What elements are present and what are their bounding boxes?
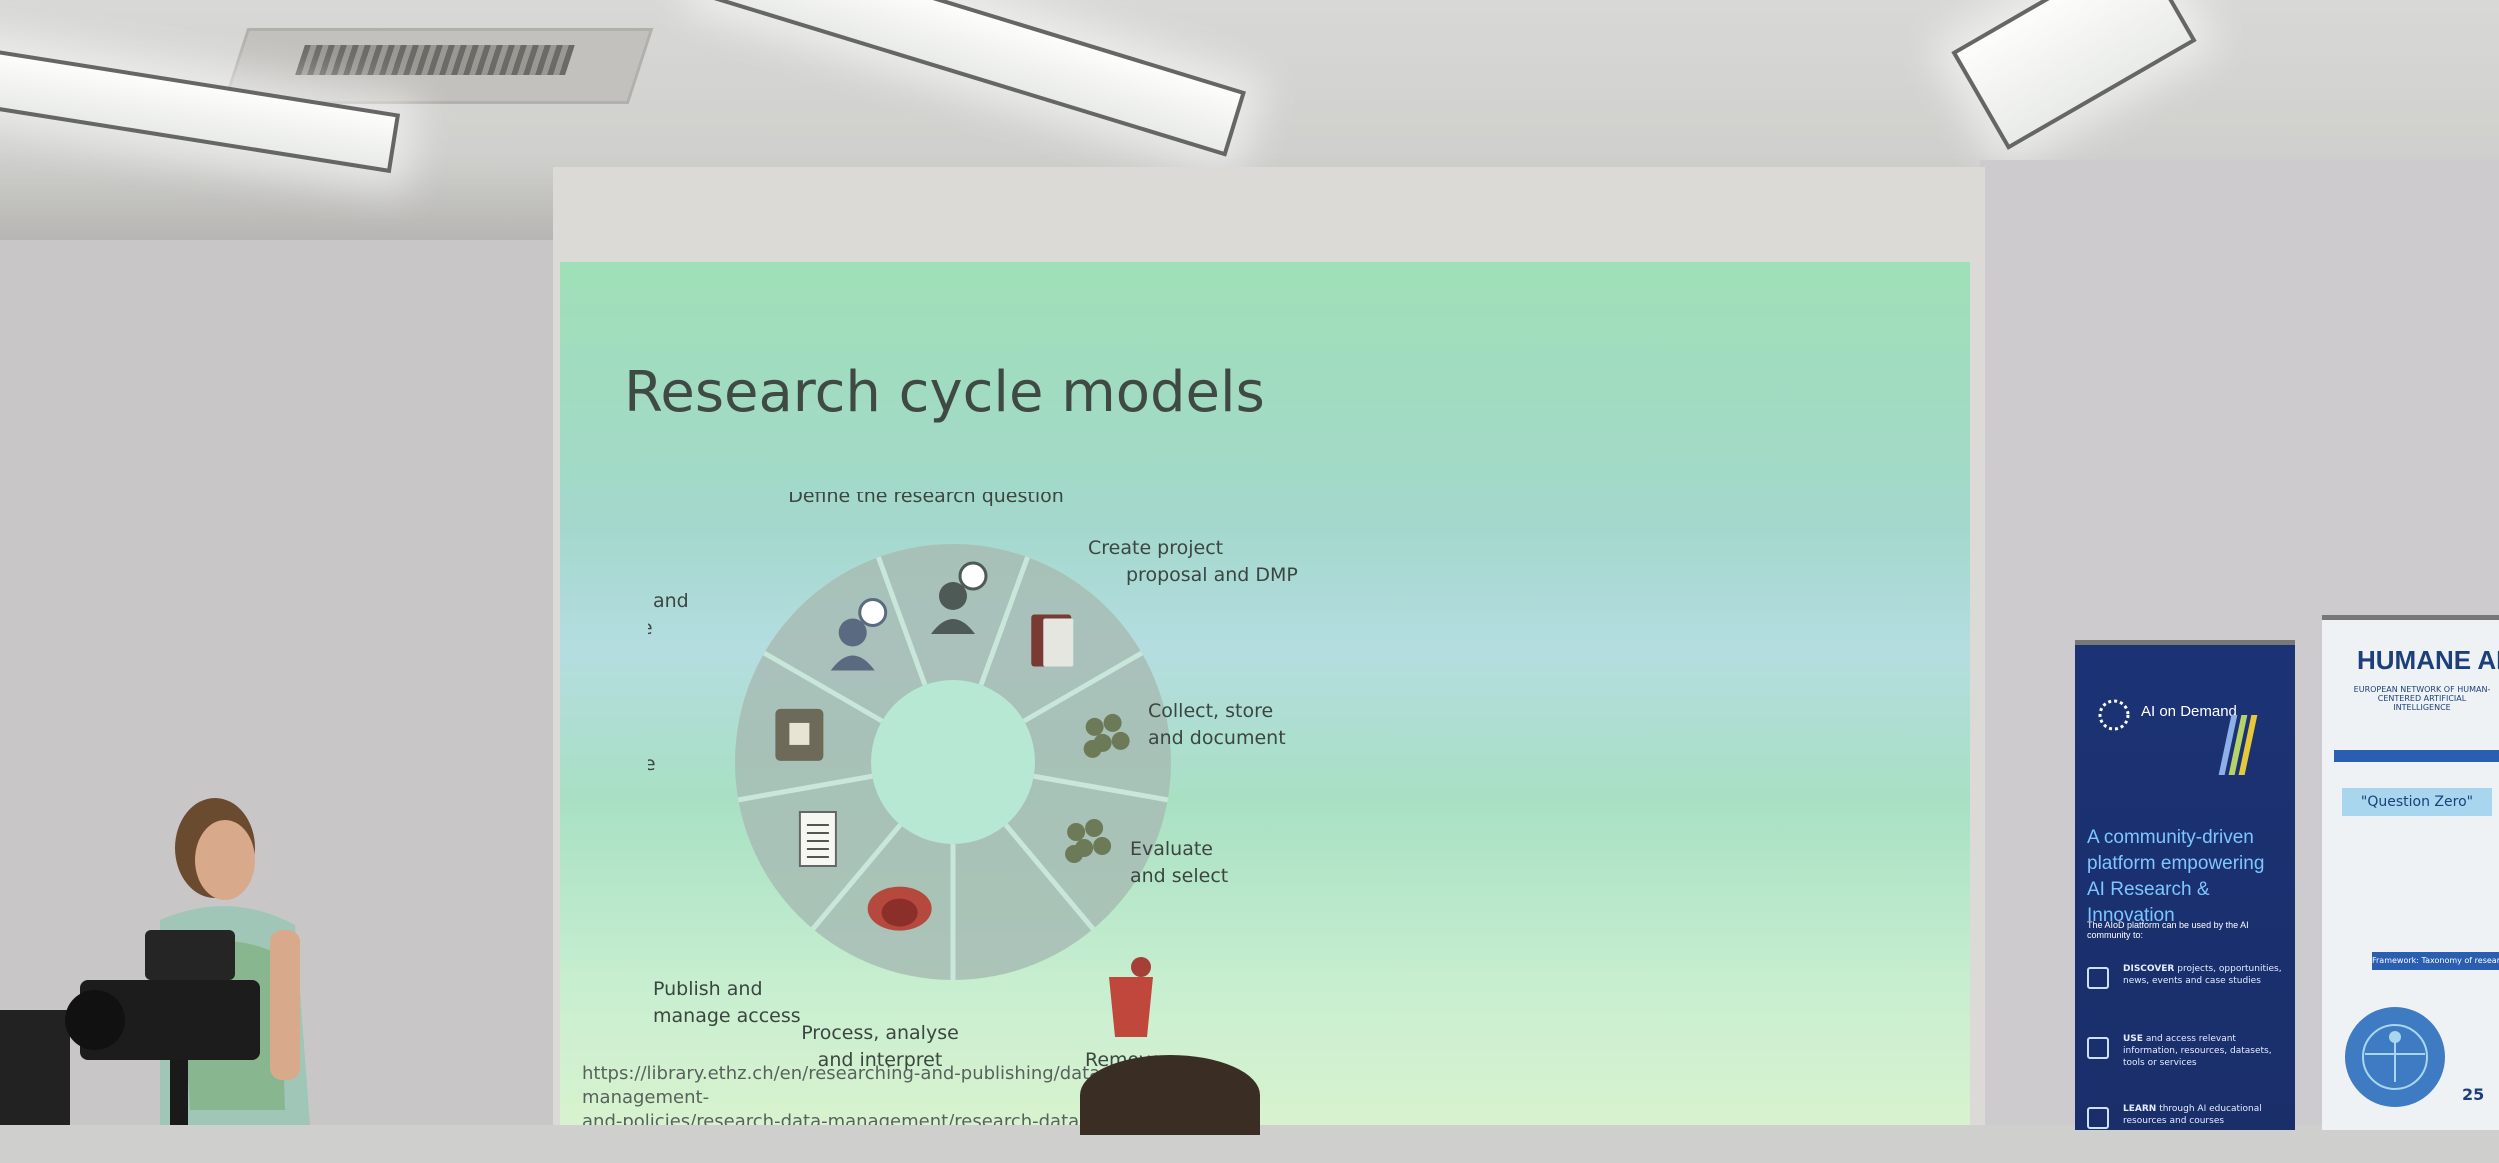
stage-label-line: Verify and [648, 590, 689, 612]
stage-label-line: Process, analyse [801, 1022, 959, 1044]
monitor-icon [2087, 967, 2109, 989]
brain-icon [867, 886, 932, 931]
wheel-divider [978, 556, 1030, 686]
banner-item-desc: through AI educational resources and cou… [2123, 1104, 2262, 1126]
network-icon [2087, 1037, 2109, 1059]
stage-label: Publish and manage access [653, 978, 801, 1027]
audience-head [1080, 1055, 1260, 1135]
wheel-divider [737, 773, 873, 803]
stage-label-line: and document [1148, 727, 1286, 749]
stage-label-line: Collect, store [1148, 700, 1273, 722]
source-url-line: and-policies/research-data-management/re… [582, 1111, 1184, 1125]
stage-label-line: and select [1130, 865, 1228, 887]
humane-ai-title: HUMANE AI [2357, 645, 2499, 675]
humane-ai-subtitle: EUROPEAN NETWORK OF HUMAN-CENTERED ARTIF… [2353, 685, 2491, 712]
banner-item: LEARN through AI educational resources a… [2087, 1103, 2292, 1163]
video-camera [0, 930, 260, 1125]
safe-icon [775, 708, 824, 761]
ai-on-demand-banner: AI on Demand A community-driven platform… [2075, 640, 2295, 1130]
stage-label-line: Publish and [653, 978, 763, 1000]
wheel-divider [1033, 773, 1169, 803]
stage-label: Collect, store and document [1148, 700, 1286, 749]
ai-on-demand-logo-icon [2098, 699, 2130, 731]
banner-item-strong: USE [2123, 1034, 2143, 1044]
notebook-icon [1031, 614, 1074, 667]
banner-logo-text: AI on Demand [2141, 703, 2237, 720]
banner-item-strong: DISCOVER [2123, 964, 2175, 974]
banner-item-strong: LEARN [2123, 1104, 2157, 1114]
stage-label: Create project proposal and DMP [1088, 537, 1298, 586]
banner-item-desc: projects, opportunities, news, events an… [2123, 964, 2282, 986]
document-icon [798, 811, 837, 867]
stage-label-line: Evaluate [1130, 838, 1213, 860]
stage-label-line: and interpret [818, 1049, 943, 1071]
stage-label-line: Define the research question [788, 492, 1064, 507]
data-balls-add-icon [1083, 713, 1130, 758]
wheel-divider [876, 556, 928, 686]
banner-item-text: USE and access relevant information, res… [2123, 1033, 2288, 1069]
slide: Research cycle models Define the researc… [560, 262, 1970, 1125]
stage-label: Preserve [648, 753, 656, 775]
banner-item-text: LEARN through AI educational resources a… [2123, 1103, 2288, 1127]
stage-label: Evaluate and select [1130, 838, 1228, 887]
wheel-divider [762, 650, 884, 724]
source-url: https://library.ethz.ch/en/researching-a… [582, 1062, 1222, 1125]
person-question-icon [931, 561, 988, 634]
banner-headline-line: A community-driven [2087, 827, 2254, 848]
vitruvian-figure-icon [2345, 1007, 2445, 1107]
banner-intro: The AIoD platform can be used by the AI … [2087, 920, 2249, 940]
wheel-divider [1022, 650, 1144, 724]
stage-label-line: Preserve [648, 753, 656, 775]
trash-bin-icon [1109, 957, 1153, 1037]
banner-item-desc: and access relevant information, resourc… [2123, 1034, 2272, 1068]
humane-ai-framework: Framework: Taxonomy of research ... [2372, 952, 2499, 970]
banner-headline-line: platform empowering [2087, 853, 2265, 874]
wheel-divider [1003, 823, 1096, 931]
stage-label-line: Create project [1088, 537, 1223, 559]
stage-label-line: manage access [653, 1005, 801, 1027]
humane-ai-question: "Question Zero" [2342, 788, 2492, 816]
humane-ai-bar [2334, 750, 2499, 762]
banner-stripes-icon [2218, 715, 2258, 779]
person-check-icon [830, 597, 888, 671]
banner-item-text: DISCOVER projects, opportunities, news, … [2123, 963, 2288, 987]
source-url-line: https://library.ethz.ch/en/researching-a… [582, 1063, 1107, 1108]
banner-item: USE and access relevant information, res… [2087, 1033, 2292, 1093]
bulb-icon [2087, 1107, 2109, 1129]
stage-label: Verify and re-use [648, 590, 689, 639]
humane-ai-count: 25 [2462, 1085, 2485, 1104]
balls-funnel-icon [1065, 819, 1112, 863]
wheel-divider [810, 823, 903, 931]
stage-label: Define the research question [788, 492, 1064, 507]
banner-item: DISCOVER projects, opportunities, news, … [2087, 963, 2292, 1023]
stage-label: Process, analyse and interpret [801, 1022, 959, 1071]
humane-ai-banner: HUMANE AI EUROPEAN NETWORK OF HUMAN-CENT… [2322, 615, 2499, 1130]
stage-label-line: re-use [648, 617, 653, 639]
slide-title: Research cycle models [624, 360, 1265, 425]
stage-label-line: proposal and DMP [1126, 564, 1298, 586]
banner-headline-line: AI Research & Innovation [2087, 879, 2210, 926]
ceiling-vent [222, 28, 654, 104]
banner-headline: A community-driven platform empowering A… [2087, 825, 2295, 929]
wheel-center [871, 680, 1035, 844]
